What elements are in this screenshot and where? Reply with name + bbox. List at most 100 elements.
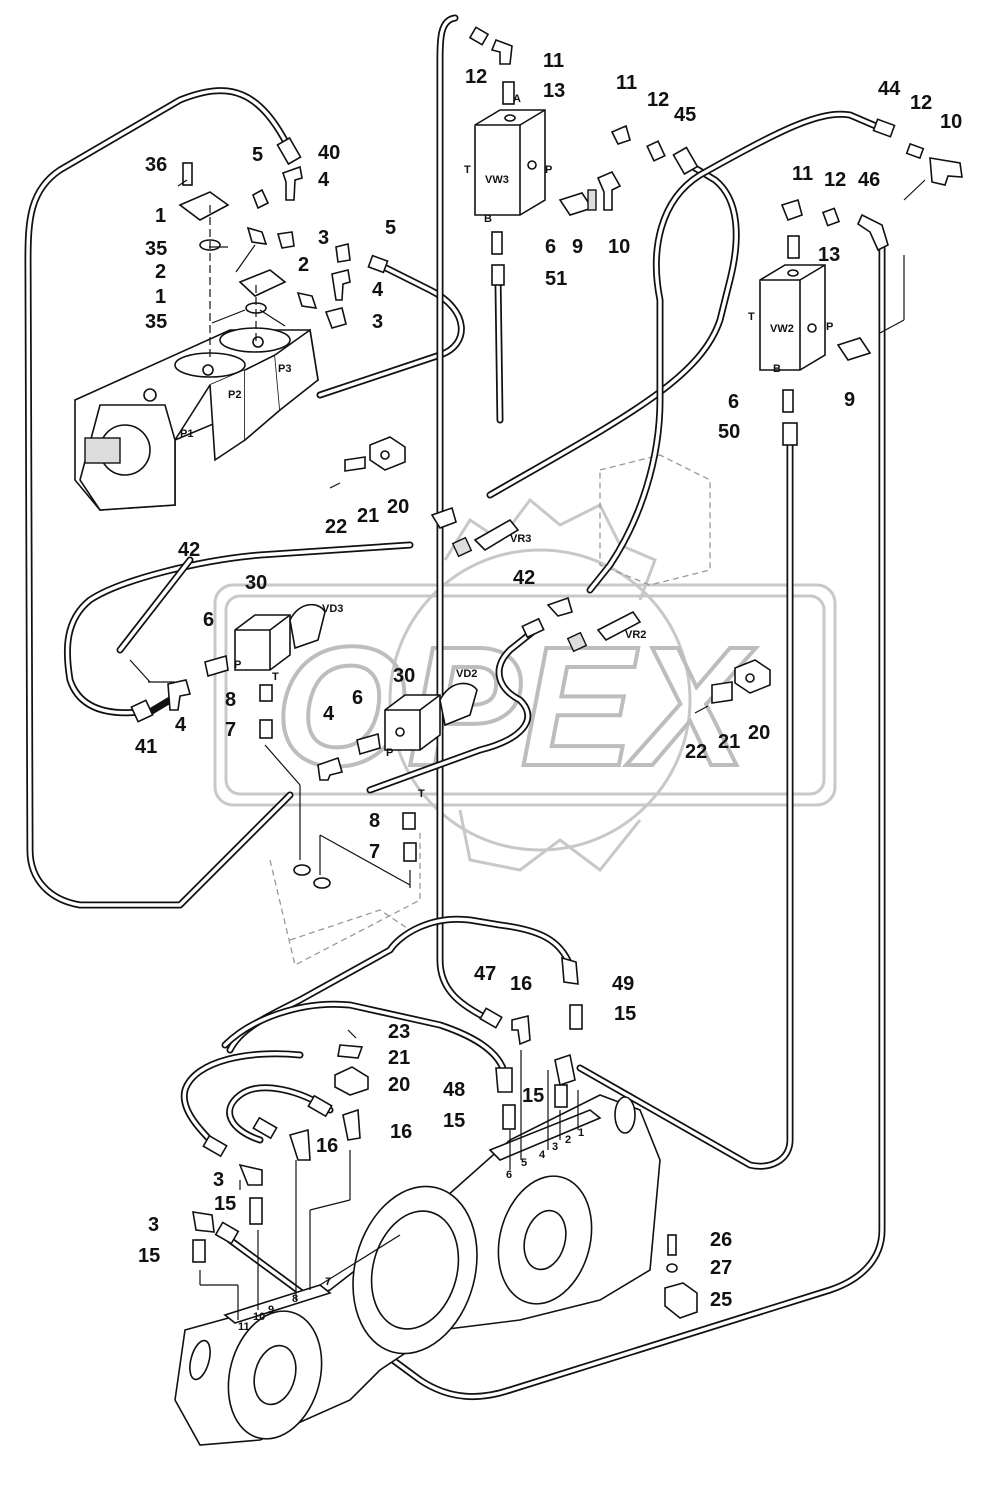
callout-50: 50	[718, 421, 740, 443]
adapter-15-e	[192, 1239, 206, 1263]
fitting-12-right	[646, 140, 666, 162]
watermark-text: OPEX	[275, 612, 756, 802]
callout-51: 51	[545, 268, 567, 290]
callout-3b: 3	[372, 311, 383, 333]
callout-26: 26	[710, 1229, 732, 1251]
callout-15: 15	[614, 1003, 636, 1025]
callout-40: 40	[318, 142, 340, 164]
fitting-47	[479, 1007, 503, 1029]
leader-lines	[129, 179, 926, 1320]
tee-16-b	[288, 1128, 311, 1161]
callout-48: 48	[443, 1079, 465, 1101]
vd2-port-p: P	[386, 747, 393, 759]
callout-11c: 11	[792, 163, 813, 185]
fitting-41	[130, 699, 154, 723]
adapter-15-b	[502, 1104, 516, 1130]
hose-lines	[24, 14, 889, 1401]
adapter-13-vw2	[787, 235, 800, 259]
vd3-label: VD3	[322, 603, 343, 615]
callout-8: 8	[225, 689, 236, 711]
callout-15b: 15	[443, 1110, 465, 1132]
callout-15e: 15	[138, 1245, 160, 1267]
tee-vr2	[546, 596, 573, 617]
vw2-port-b: B	[773, 363, 781, 375]
callout-20c: 20	[388, 1074, 410, 1096]
vw3-port-p: P	[545, 164, 552, 176]
callout-4d: 4	[323, 703, 335, 725]
valve-block-vw2: VW2 A T P B	[748, 249, 833, 375]
port-2: 2	[565, 1134, 571, 1146]
callout-8b: 8	[369, 810, 380, 832]
pump-label-p1: P1	[180, 428, 193, 440]
callout-11b: 11	[616, 72, 637, 94]
valve-vd3: VD3 P T	[234, 603, 343, 683]
port-3: 3	[552, 1141, 558, 1153]
callout-12b: 12	[647, 89, 669, 111]
tee-fitting-4-top	[281, 165, 303, 201]
tee-16-c	[342, 1108, 361, 1141]
valve-block-vw3: VW3 A T P B	[464, 93, 552, 225]
callout-15c: 15	[522, 1085, 544, 1107]
fitting-6-vd3	[204, 654, 229, 678]
callout-12: 12	[465, 66, 487, 88]
callout-47: 47	[474, 963, 496, 985]
fitting-8-vd3	[259, 684, 273, 702]
vw3-port-t: T	[464, 164, 471, 176]
port-10: 10	[253, 1311, 265, 1323]
adapter-6-vw2	[782, 389, 794, 413]
callout-30b: 30	[393, 665, 415, 687]
callout-7b: 7	[369, 841, 380, 863]
callout-3c: 3	[213, 1169, 224, 1191]
fitting-12-top	[468, 26, 490, 46]
vw3-port-a: A	[513, 93, 521, 105]
callout-49: 49	[612, 973, 634, 995]
fitting-bottom-hose	[214, 1221, 240, 1245]
ghost-outlines	[269, 454, 711, 966]
callout-35: 35	[145, 238, 167, 260]
port-1: 1	[578, 1127, 584, 1139]
vw2-label: VW2	[770, 323, 794, 335]
callout-35b: 35	[145, 311, 167, 333]
callout-2: 2	[155, 261, 166, 283]
tee-4-vd2	[317, 756, 343, 781]
callout-44: 44	[878, 78, 901, 100]
callout-20b: 20	[748, 722, 770, 744]
callout-13b: 13	[818, 244, 840, 266]
callout-6d: 6	[352, 687, 363, 709]
hose-end-vr3-left	[430, 506, 457, 529]
vd2-port-t: T	[418, 788, 425, 800]
callout-21b: 21	[718, 731, 740, 753]
vd3-port-p: P	[234, 659, 241, 671]
hose-end-42	[521, 617, 545, 639]
callout-42b: 42	[513, 567, 535, 589]
fitting-lower-hose-3	[307, 1094, 333, 1118]
callout-3: 3	[318, 227, 329, 249]
elbow-11-right	[610, 124, 631, 145]
callout-20: 20	[387, 496, 409, 518]
tee-fitting-4-mid	[331, 269, 351, 301]
valve-vr2: VR2	[566, 610, 646, 653]
banjo-fitting-40	[276, 136, 302, 166]
adapter-5-top	[252, 188, 270, 210]
tee-10-far	[929, 157, 963, 186]
callout-12d: 12	[824, 169, 846, 191]
callout-10b: 10	[608, 236, 630, 258]
elbow-3-mid	[324, 307, 347, 329]
washers	[293, 864, 331, 889]
callout-22: 22	[325, 516, 347, 538]
port-11: 11	[238, 1321, 250, 1333]
vw2-port-p: P	[826, 321, 833, 333]
callouts: 36 1 35 2 1 35 5 4 3 40 5 2 4 3 12 11 13…	[135, 50, 962, 1311]
callout-6b: 6	[728, 391, 739, 413]
vd3-port-t: T	[272, 671, 279, 683]
elbow-11-vw2	[780, 198, 803, 222]
fitting-9-vw2	[836, 337, 872, 361]
callout-6c: 6	[203, 609, 214, 631]
callout-42: 42	[178, 539, 200, 561]
hose-end-44	[872, 118, 896, 138]
fitting-48	[495, 1067, 513, 1093]
fitting-51	[491, 264, 505, 286]
port-5: 5	[521, 1157, 527, 1169]
hose-end-5	[367, 254, 389, 274]
hose-end-45	[672, 146, 699, 176]
